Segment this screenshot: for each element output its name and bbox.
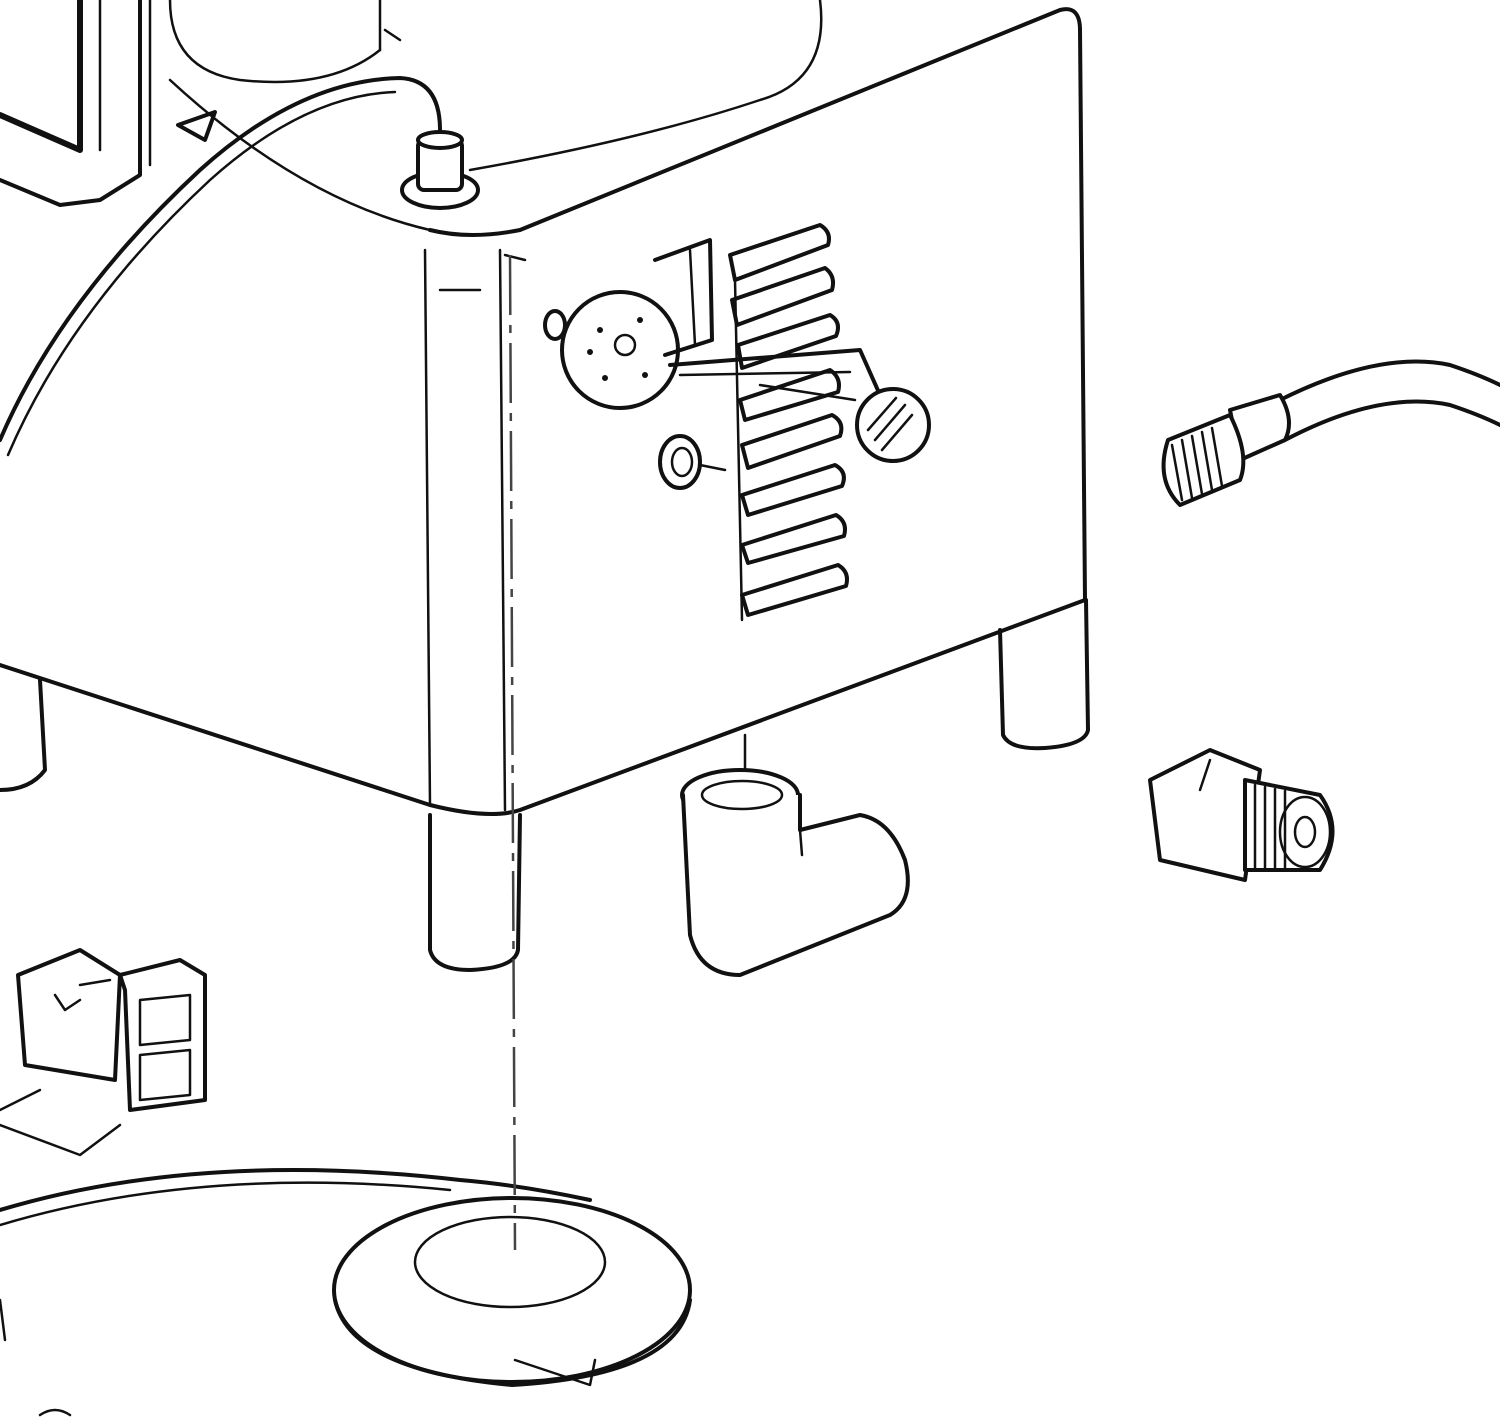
hose-with-coupler — [1161, 359, 1500, 507]
housing-feet — [0, 598, 1090, 972]
pump-housing — [0, 7, 1087, 816]
coupler-fitting — [1148, 748, 1335, 882]
pressure-gauge — [543, 238, 714, 410]
base-disc — [0, 1168, 692, 1417]
centerline-axis — [508, 254, 517, 1251]
lid-fitting — [400, 130, 480, 210]
elbow-fitting — [680, 733, 910, 977]
lid-cable — [0, 76, 442, 457]
vent-louvers — [728, 223, 849, 622]
control-knob — [668, 348, 931, 463]
connector-blocks — [0, 948, 207, 1157]
upper-left-frame — [0, 0, 152, 207]
reservoir-lid — [168, 0, 823, 172]
small-grommet — [658, 434, 727, 490]
